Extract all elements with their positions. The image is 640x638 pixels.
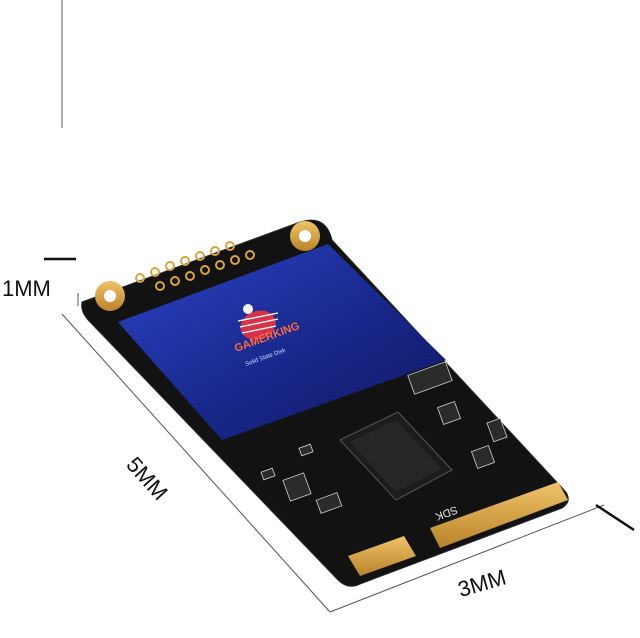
edge-connector <box>348 482 568 576</box>
top-pads <box>135 241 255 291</box>
brand-logo <box>237 304 279 340</box>
ssd-board: GAMERKING Solid State Disk <box>81 219 569 587</box>
components <box>260 361 508 514</box>
controller-chip <box>339 411 453 501</box>
dimension-guides <box>44 0 635 613</box>
height-dimension-label: 1MM <box>2 276 51 301</box>
mounting-holes <box>95 221 320 311</box>
product-label <box>118 244 446 440</box>
